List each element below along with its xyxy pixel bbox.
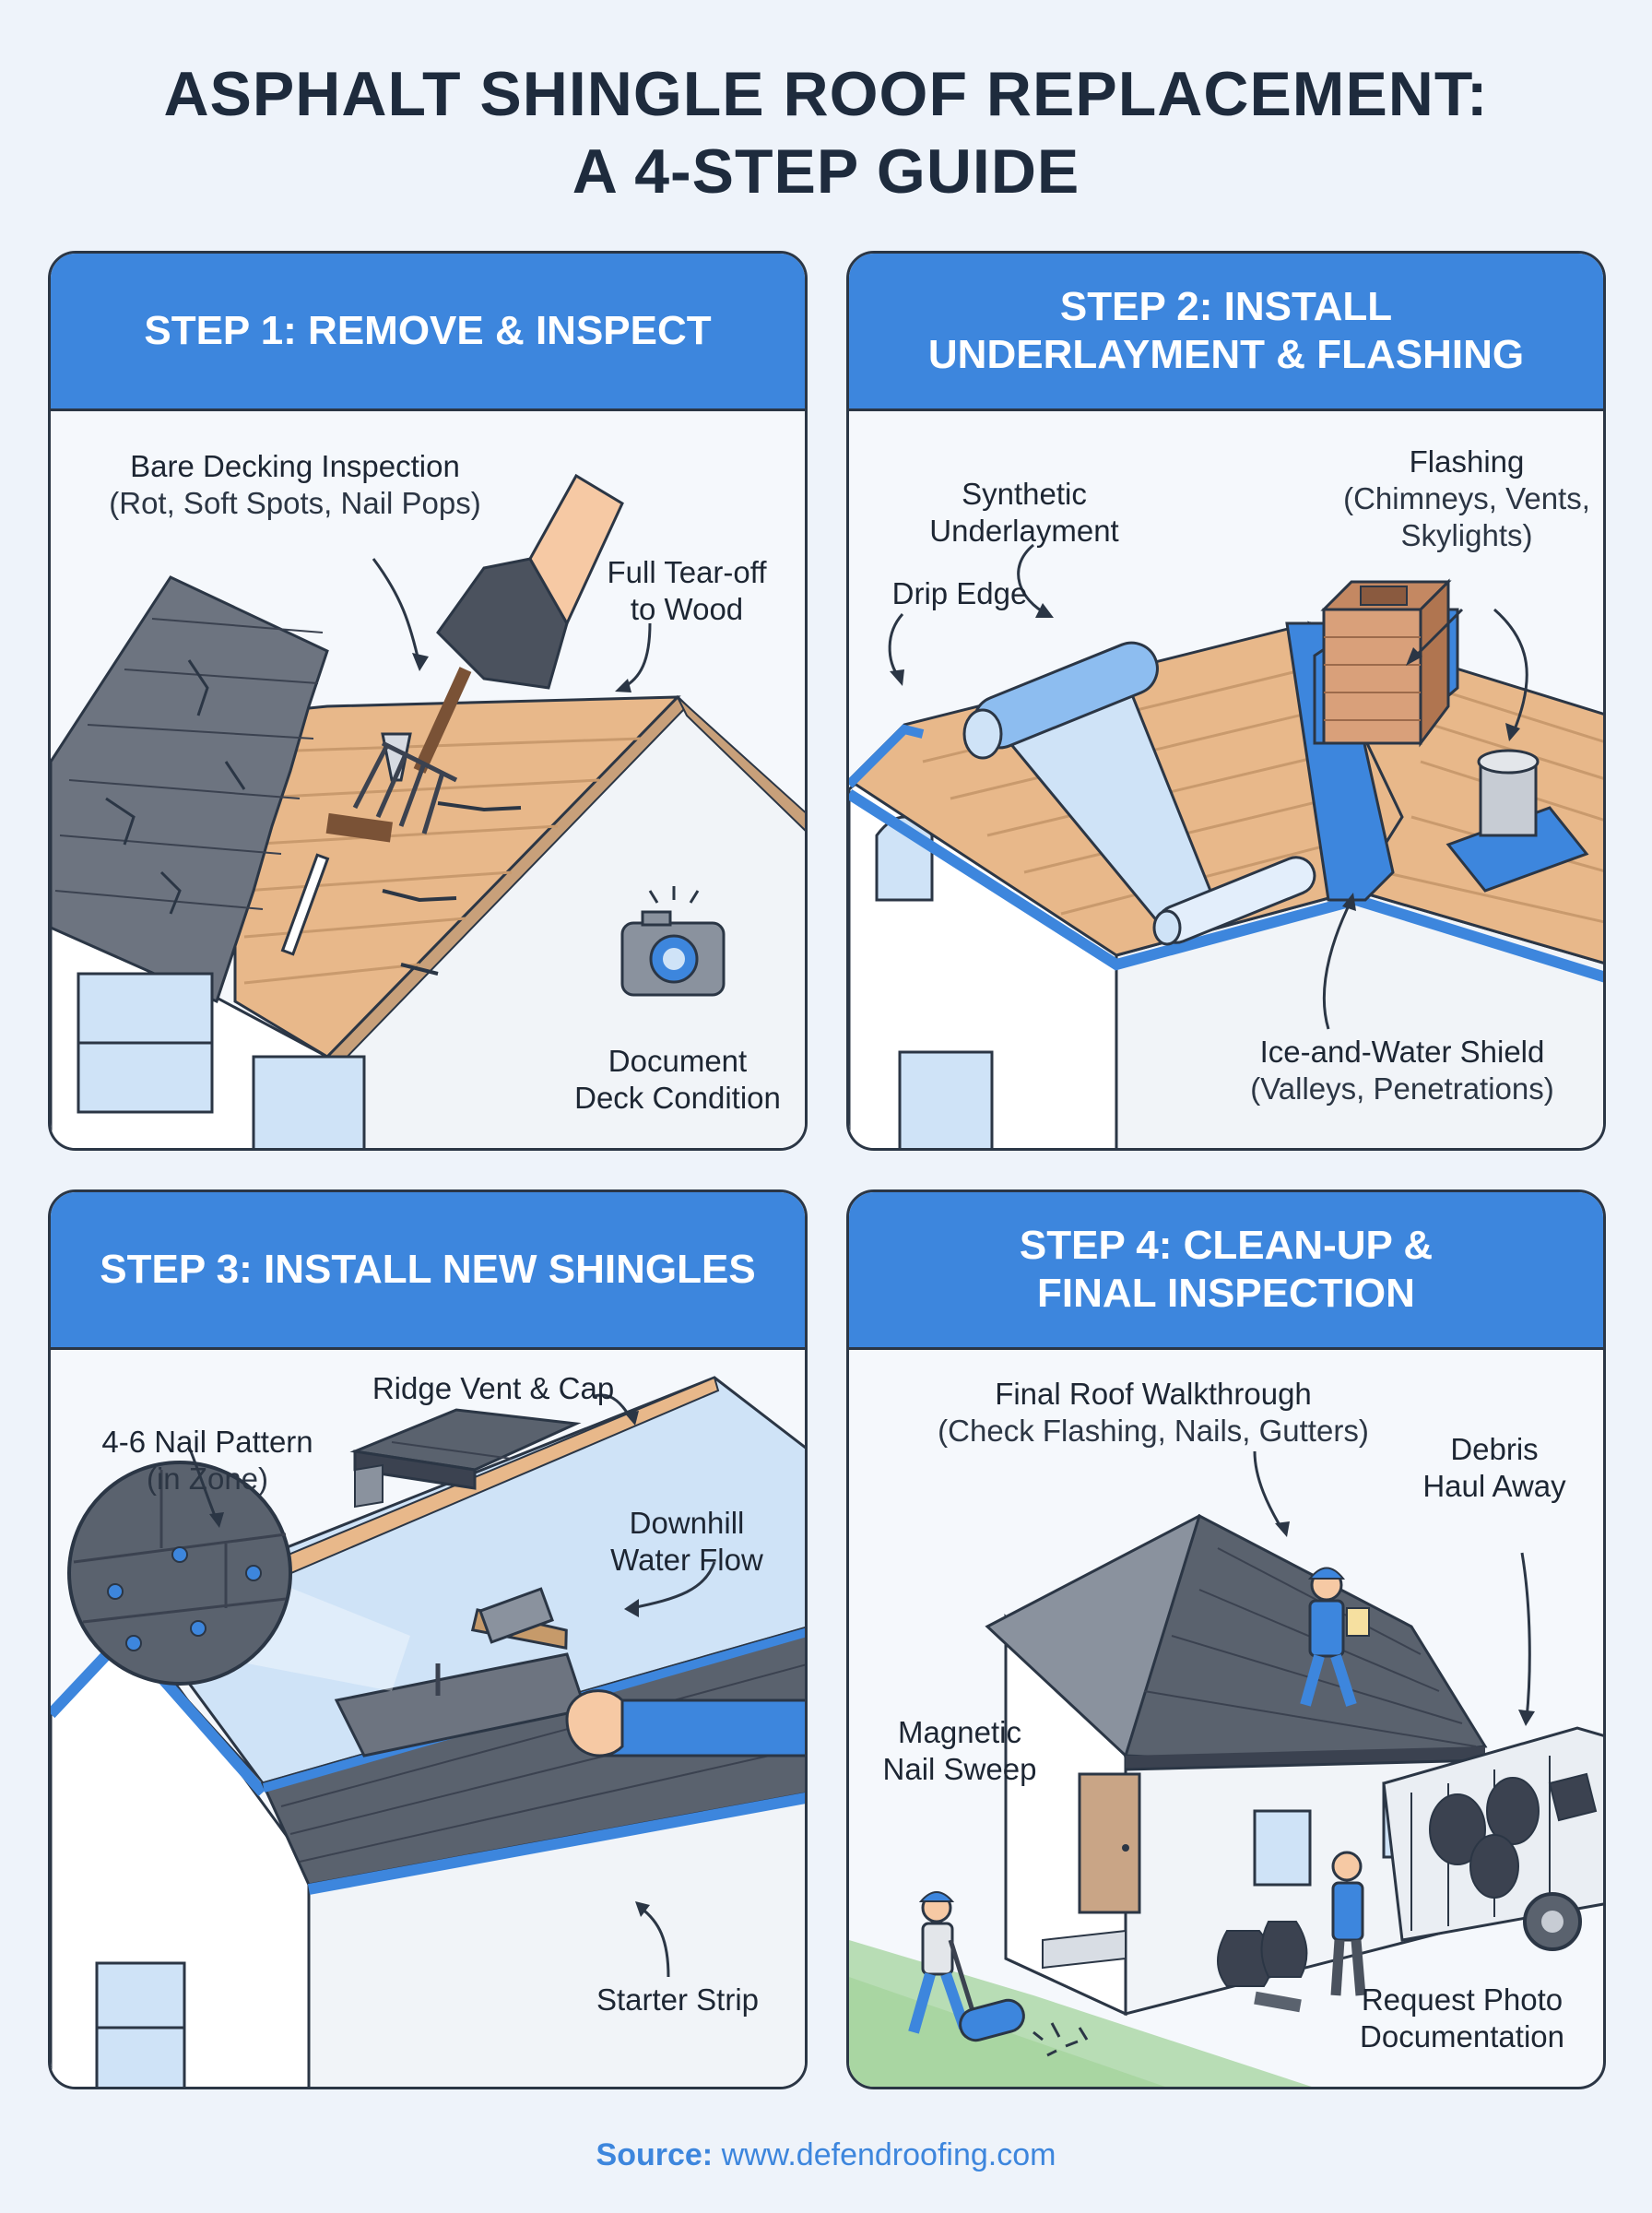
document-label: Document Deck Condition xyxy=(567,1043,788,1117)
sweep-worker xyxy=(908,1891,1025,2042)
ridge-vent-label: Ridge Vent & Cap xyxy=(327,1370,659,1407)
walkthrough-label: Final Roof Walkthrough (Check Flashing, … xyxy=(923,1376,1384,1450)
synthetic-label: Synthetic Underlayment xyxy=(904,476,1144,550)
magnetic-line-1: Magnetic xyxy=(898,1715,1021,1749)
source-prefix: Source: xyxy=(596,2137,714,2172)
source-line: Source: www.defendroofing.com xyxy=(0,2137,1652,2173)
starter-label: Starter Strip xyxy=(567,1982,788,2018)
ice-water-title: Ice-and-Water Shield xyxy=(1259,1035,1545,1069)
downhill-line-2: Water Flow xyxy=(610,1543,763,1577)
step-2-illustration xyxy=(849,543,1603,1148)
step-2-heading-line-1: STEP 2: INSTALL xyxy=(1059,284,1393,329)
downhill-line-1: Downhill xyxy=(629,1506,745,1540)
step-3-illustration xyxy=(51,1376,805,2087)
step-3-panel: STEP 3: INSTALL NEW SHINGLES xyxy=(48,1189,808,2089)
photo-label: Request Photo Documentation xyxy=(1328,1982,1596,2055)
bare-decking-sub: (Rot, Soft Spots, Nail Pops) xyxy=(109,486,481,520)
step-4-heading-line-2: FINAL INSPECTION xyxy=(1037,1271,1415,1316)
step-4-heading-line-1: STEP 4: CLEAN-UP & xyxy=(1019,1223,1434,1268)
debris-label: Debris Haul Away xyxy=(1402,1431,1587,1505)
flashing-sub-1: (Chimneys, Vents, xyxy=(1343,481,1590,515)
walkthrough-title: Final Roof Walkthrough xyxy=(995,1377,1312,1411)
magnetic-line-2: Nail Sweep xyxy=(882,1752,1037,1786)
flashing-sub-2: Skylights) xyxy=(1400,518,1533,552)
flashing-label: Flashing (Chimneys, Vents, Skylights) xyxy=(1338,444,1596,554)
ridge-vent-text: Ridge Vent & Cap xyxy=(372,1371,615,1405)
step-3-heading-text: STEP 3: INSTALL NEW SHINGLES xyxy=(100,1247,756,1292)
photo-line-2: Documentation xyxy=(1360,2019,1564,2053)
step-1-panel: STEP 1: REMOVE & INSPECT xyxy=(48,251,808,1151)
bare-decking-title: Bare Decking Inspection xyxy=(130,449,460,483)
page-title: ASPHALT SHINGLE ROOF REPLACEMENT: A 4-ST… xyxy=(0,55,1652,210)
starter-text: Starter Strip xyxy=(596,1982,760,2017)
downhill-label: Downhill Water Flow xyxy=(585,1505,788,1579)
step-4-heading: STEP 4: CLEAN-UP & FINAL INSPECTION xyxy=(849,1192,1603,1350)
debris-line-2: Haul Away xyxy=(1422,1469,1566,1503)
nail-pattern-sub: (in Zone) xyxy=(146,1462,269,1496)
document-line-1: Document xyxy=(608,1044,748,1078)
step-1-heading-text: STEP 1: REMOVE & INSPECT xyxy=(144,308,712,353)
drip-edge-text: Drip Edge xyxy=(891,576,1028,610)
document-line-2: Deck Condition xyxy=(574,1081,781,1115)
tear-off-label: Full Tear-off to Wood xyxy=(585,554,788,628)
title-line-2: A 4-STEP GUIDE xyxy=(572,136,1080,207)
ice-water-sub: (Valleys, Penetrations) xyxy=(1250,1071,1554,1106)
title-line-1: ASPHALT SHINGLE ROOF REPLACEMENT: xyxy=(163,59,1489,129)
ridge-vent xyxy=(349,1408,582,1509)
step-2-heading: STEP 2: INSTALL UNDERLAYMENT & FLASHING xyxy=(849,254,1603,411)
synthetic-line-1: Synthetic xyxy=(962,477,1087,511)
step-2-heading-line-2: UNDERLAYMENT & FLASHING xyxy=(927,332,1525,377)
debris-worker xyxy=(1330,1851,1366,1996)
tear-off-line-1: Full Tear-off xyxy=(607,555,767,589)
nail-pattern-label: 4-6 Nail Pattern (in Zone) xyxy=(78,1424,336,1497)
synthetic-line-2: Underlayment xyxy=(929,514,1119,548)
step-3-heading: STEP 3: INSTALL NEW SHINGLES xyxy=(51,1192,805,1350)
step-4-panel: STEP 4: CLEAN-UP & FINAL INSPECTION xyxy=(846,1189,1606,2089)
drip-edge-label: Drip Edge xyxy=(867,575,1052,612)
flashing-title: Flashing xyxy=(1409,444,1525,479)
step-1-illustration xyxy=(51,473,805,1148)
step-2-panel: STEP 2: INSTALL UNDERLAYMENT & FLASHING xyxy=(846,251,1606,1151)
walkthrough-sub: (Check Flashing, Nails, Gutters) xyxy=(938,1414,1369,1448)
source-url[interactable]: www.defendroofing.com xyxy=(721,2137,1056,2172)
step-4-illustration xyxy=(849,1450,1603,2087)
magnetic-label: Magnetic Nail Sweep xyxy=(867,1714,1052,1788)
camera-icon xyxy=(620,886,726,997)
tear-off-line-2: to Wood xyxy=(630,592,744,626)
roof-worker xyxy=(1300,1567,1370,1707)
nail-pattern-title: 4-6 Nail Pattern xyxy=(101,1425,313,1459)
step-1-heading: STEP 1: REMOVE & INSPECT xyxy=(51,254,805,411)
debris-line-1: Debris xyxy=(1450,1432,1539,1466)
bare-decking-label: Bare Decking Inspection (Rot, Soft Spots… xyxy=(106,448,484,522)
photo-line-1: Request Photo xyxy=(1361,1982,1564,2017)
ice-water-label: Ice-and-Water Shield (Valleys, Penetrati… xyxy=(1199,1034,1603,1107)
